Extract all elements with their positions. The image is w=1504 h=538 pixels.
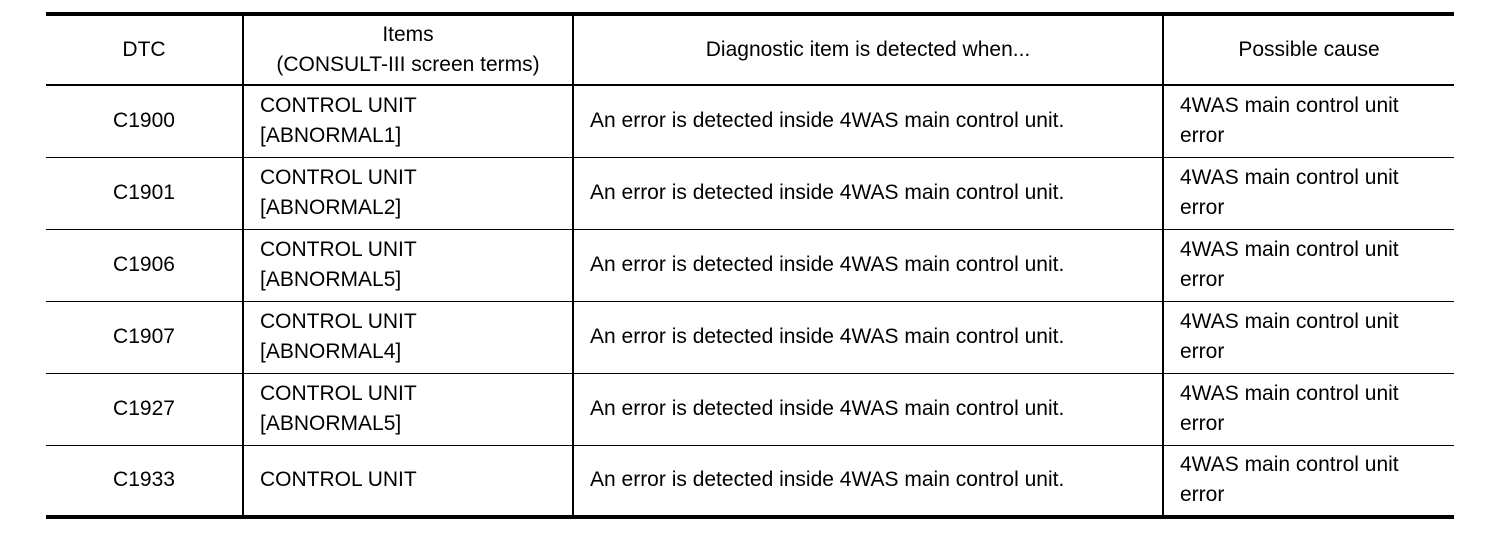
header-detected-label: Diagnostic item is detected when...	[705, 38, 1031, 61]
cause-cell: 4WAS main control unit error	[1162, 444, 1454, 519]
table-body: C1900 CONTROL UNIT [ABNORMAL1] An error …	[46, 84, 1454, 519]
items-cell: CONTROL UNIT [ABNORMAL5]	[242, 372, 574, 446]
header-items: Items (CONSULT-III screen terms)	[242, 12, 574, 86]
header-items-sublabel: (CONSULT-III screen terms)	[276, 53, 540, 76]
cause-cell: 4WAS main control unit error	[1162, 372, 1454, 446]
cause-line: 4WAS main control unit	[1180, 238, 1399, 261]
items-line: [ABNORMAL1]	[260, 124, 402, 148]
items-cell: CONTROL UNIT	[242, 444, 574, 519]
table-row: C1906 CONTROL UNIT [ABNORMAL5] An error …	[46, 228, 1454, 302]
cause-line: 4WAS main control unit	[1180, 382, 1399, 405]
cause-line: 4WAS main control unit	[1180, 94, 1399, 118]
table-header: DTC Items (CONSULT-III screen terms) Dia…	[46, 12, 1454, 86]
header-cause: Possible cause	[1162, 12, 1454, 86]
detected-cell: An error is detected inside 4WAS main co…	[572, 372, 1164, 446]
items-line: CONTROL UNIT	[260, 382, 417, 405]
detected-cell: An error is detected inside 4WAS main co…	[572, 444, 1164, 519]
items-line: CONTROL UNIT	[260, 310, 417, 333]
items-cell: CONTROL UNIT [ABNORMAL1]	[242, 84, 574, 158]
header-items-label: Items	[382, 23, 434, 46]
header-dtc-label: DTC	[122, 38, 166, 61]
cause-line: error	[1180, 196, 1225, 219]
items-line: [ABNORMAL2]	[260, 196, 402, 219]
items-line: CONTROL UNIT	[260, 166, 417, 189]
items-line: CONTROL UNIT	[260, 238, 417, 261]
table-row: C1900 CONTROL UNIT [ABNORMAL1] An error …	[46, 84, 1454, 158]
cause-cell: 4WAS main control unit error	[1162, 84, 1454, 158]
dtc-cell: C1933	[46, 444, 244, 519]
detected-cell: An error is detected inside 4WAS main co…	[572, 84, 1164, 158]
header-dtc: DTC	[46, 12, 244, 86]
items-line: [ABNORMAL4]	[260, 340, 402, 363]
table-row: C1933 CONTROL UNIT An error is detected …	[46, 444, 1454, 519]
dtc-table: DTC Items (CONSULT-III screen terms) Dia…	[46, 12, 1454, 519]
items-cell: CONTROL UNIT [ABNORMAL4]	[242, 300, 574, 374]
cause-line: error	[1180, 268, 1225, 291]
cause-cell: 4WAS main control unit error	[1162, 300, 1454, 374]
items-line: CONTROL UNIT	[260, 94, 417, 118]
cause-line: 4WAS main control unit	[1180, 310, 1399, 333]
cause-line: error	[1180, 124, 1225, 148]
cause-line: error	[1180, 340, 1225, 363]
header-row: DTC Items (CONSULT-III screen terms) Dia…	[46, 12, 1454, 86]
table-row: C1901 CONTROL UNIT [ABNORMAL2] An error …	[46, 156, 1454, 230]
items-line: [ABNORMAL5]	[260, 412, 402, 435]
detected-cell: An error is detected inside 4WAS main co…	[572, 300, 1164, 374]
dtc-cell: C1907	[46, 300, 244, 374]
detected-cell: An error is detected inside 4WAS main co…	[572, 228, 1164, 302]
items-cell: CONTROL UNIT [ABNORMAL2]	[242, 156, 574, 230]
table-row: C1927 CONTROL UNIT [ABNORMAL5] An error …	[46, 372, 1454, 446]
cause-line: 4WAS main control unit	[1180, 166, 1399, 189]
dtc-cell: C1906	[46, 228, 244, 302]
cause-line: error	[1180, 483, 1225, 507]
cause-cell: 4WAS main control unit error	[1162, 156, 1454, 230]
header-cause-label: Possible cause	[1238, 38, 1380, 61]
detected-cell: An error is detected inside 4WAS main co…	[572, 156, 1164, 230]
table-row: C1907 CONTROL UNIT [ABNORMAL4] An error …	[46, 300, 1454, 374]
dtc-cell: C1901	[46, 156, 244, 230]
cause-cell: 4WAS main control unit error	[1162, 228, 1454, 302]
items-cell: CONTROL UNIT [ABNORMAL5]	[242, 228, 574, 302]
dtc-cell: C1900	[46, 84, 244, 158]
header-detected: Diagnostic item is detected when...	[572, 12, 1164, 86]
cause-line: 4WAS main control unit	[1180, 453, 1399, 477]
dtc-cell: C1927	[46, 372, 244, 446]
items-line: [ABNORMAL5]	[260, 268, 402, 291]
items-line: CONTROL UNIT	[260, 468, 417, 492]
cause-line: error	[1180, 412, 1225, 435]
